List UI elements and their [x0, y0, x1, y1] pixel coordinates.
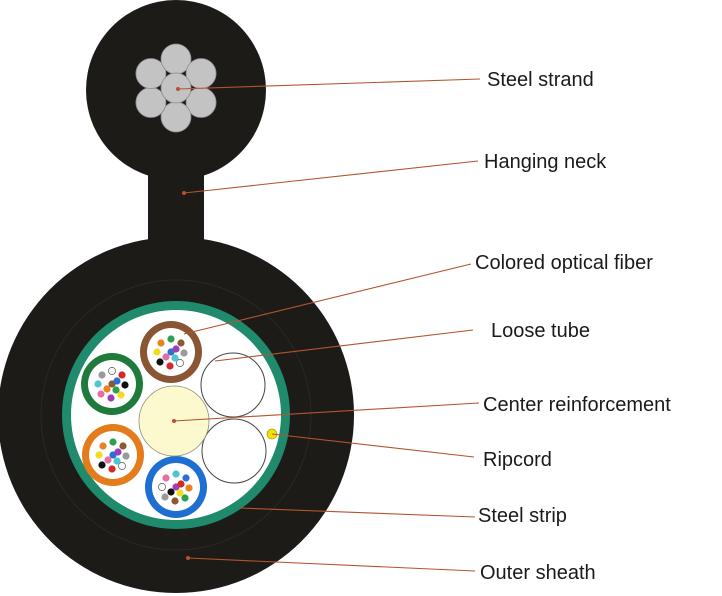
optical-fiber	[108, 465, 116, 473]
optical-fiber	[161, 493, 169, 501]
optical-fiber	[167, 488, 175, 496]
optical-fiber	[166, 362, 174, 370]
optical-fiber	[103, 385, 111, 393]
label-hanging-neck: Hanging neck	[484, 151, 607, 173]
optical-fiber	[104, 456, 112, 464]
optical-fiber	[181, 494, 189, 502]
optical-fiber	[113, 457, 121, 465]
optical-fiber	[176, 359, 184, 367]
optical-fiber	[162, 353, 170, 361]
optical-fiber	[180, 349, 188, 357]
optical-fiber	[171, 497, 179, 505]
steel-wire-center	[160, 72, 192, 104]
label-ripcord: Ripcord	[483, 449, 552, 471]
optical-fiber	[172, 345, 180, 353]
optical-fiber	[98, 371, 106, 379]
optical-fiber	[112, 386, 120, 394]
optical-fiber	[97, 390, 105, 398]
optical-fiber	[121, 381, 129, 389]
optical-fiber	[167, 335, 175, 343]
leader-steel-strand	[177, 78, 481, 90]
label-steel-strand: Steel strand	[487, 69, 594, 91]
leader-ripcord	[271, 433, 475, 458]
leader-dot-neck	[182, 191, 186, 195]
optical-fiber	[176, 489, 184, 497]
steel-strand	[135, 43, 217, 133]
optical-fiber	[114, 448, 122, 456]
optical-fiber	[118, 462, 126, 470]
optical-fiber	[182, 474, 190, 482]
label-colored-optical-fiber: Colored optical fiber	[475, 252, 653, 274]
label-outer-sheath: Outer sheath	[480, 562, 596, 584]
filler-rod	[201, 418, 267, 484]
optical-fiber	[95, 451, 103, 459]
optical-fiber	[153, 348, 161, 356]
leader-center-reinforcement	[173, 402, 480, 422]
optical-fiber	[162, 474, 170, 482]
leader-steel-strip	[239, 507, 476, 518]
optical-fiber	[177, 480, 185, 488]
loose-tubes	[81, 321, 267, 518]
label-steel-strip: Steel strip	[478, 505, 567, 527]
optical-fiber	[157, 339, 165, 347]
label-center-reinforcement: Center reinforcement	[483, 394, 671, 416]
optical-fiber	[109, 438, 117, 446]
label-loose-tube: Loose tube	[491, 320, 590, 342]
filler-rod	[200, 352, 266, 418]
optical-fiber	[99, 442, 107, 450]
optical-fiber	[122, 452, 130, 460]
optical-fiber	[118, 371, 126, 379]
leader-dot-center	[172, 419, 176, 423]
leader-hanging-neck	[183, 160, 479, 194]
optical-fiber	[94, 380, 102, 388]
sheath-inner-ring	[40, 279, 312, 551]
optical-fiber	[158, 483, 166, 491]
optical-fiber	[113, 377, 121, 385]
optical-fiber	[108, 367, 116, 375]
optical-fiber	[107, 394, 115, 402]
optical-fiber	[185, 484, 193, 492]
steel-wire	[135, 58, 167, 89]
optical-fiber	[172, 470, 180, 478]
optical-fiber	[171, 354, 179, 362]
leader-loose-tube	[214, 329, 474, 362]
optical-fiber	[156, 358, 164, 366]
leader-lines	[172, 78, 481, 572]
leader-dot-strand	[176, 87, 180, 91]
optical-fiber	[119, 442, 127, 450]
labels: Steel strand Hanging neck Colored optica…	[475, 69, 671, 584]
leader-outer-sheath	[187, 557, 476, 572]
optical-fiber	[98, 461, 106, 469]
leader-colored-optical-fiber	[183, 263, 472, 335]
optical-fiber	[117, 391, 125, 399]
optical-fiber	[177, 339, 185, 347]
leader-dot-sheath	[186, 556, 190, 560]
